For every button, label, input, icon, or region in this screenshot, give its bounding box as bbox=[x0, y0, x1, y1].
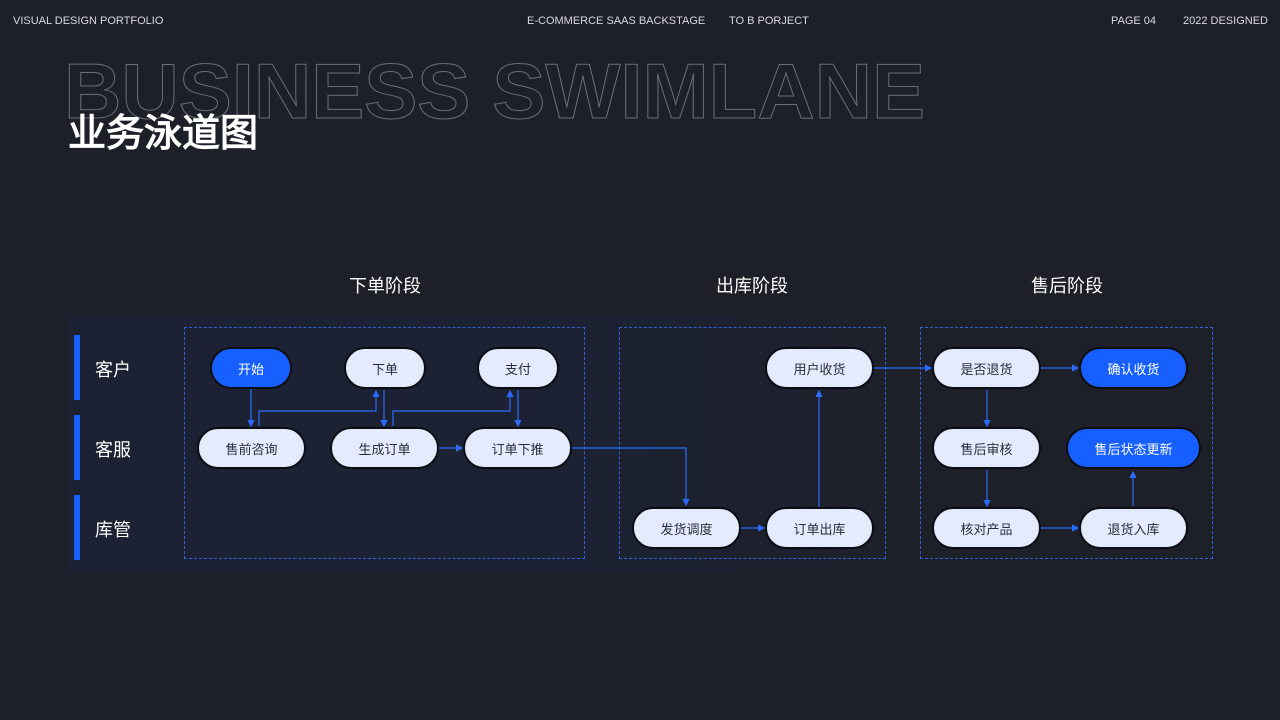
phase-outbound: 出库阶段 bbox=[716, 276, 788, 297]
node-pay[interactable]: 支付 bbox=[478, 348, 558, 388]
lane-bar bbox=[74, 415, 80, 480]
header-page: PAGE 04 bbox=[1111, 15, 1157, 27]
node-confirm[interactable]: 确认收货 bbox=[1080, 348, 1187, 388]
arrow bbox=[571, 447, 690, 507]
node-order[interactable]: 下单 bbox=[345, 348, 425, 388]
lane-bar bbox=[74, 495, 80, 560]
node-restock[interactable]: 退货入库 bbox=[1080, 508, 1187, 548]
lane-bar bbox=[74, 335, 80, 400]
node-outbound[interactable]: 订单出库 bbox=[766, 508, 873, 548]
outline-title: BUSINESS SWIMLANE bbox=[64, 58, 926, 124]
node-consult[interactable]: 售前咨询 bbox=[198, 428, 305, 468]
phase-aftersale: 售后阶段 bbox=[1031, 276, 1103, 297]
node-start[interactable]: 开始 bbox=[211, 348, 291, 388]
phase-order: 下单阶段 bbox=[349, 276, 421, 297]
header-type: TO B PORJECT bbox=[729, 15, 809, 27]
phase-box-aftersale bbox=[920, 327, 1213, 559]
node-check-product[interactable]: 核对产品 bbox=[933, 508, 1040, 548]
outline-title-text: BUSINESS SWIMLANE bbox=[64, 58, 925, 124]
arrow bbox=[258, 389, 380, 426]
header-year: 2022 DESIGNED bbox=[1183, 15, 1268, 27]
node-review[interactable]: 售后审核 bbox=[933, 428, 1040, 468]
phase-box-outbound bbox=[619, 327, 886, 559]
lane-warehouse: 库管 bbox=[95, 520, 131, 541]
header-left: VISUAL DESIGN PORTFOLIO bbox=[13, 15, 164, 27]
lane-customer: 客户 bbox=[95, 360, 131, 381]
node-create-order[interactable]: 生成订单 bbox=[331, 428, 438, 468]
header-project: E-COMMERCE SAAS BACKSTAGE bbox=[527, 15, 706, 27]
lane-service: 客服 bbox=[95, 440, 131, 461]
node-return-question[interactable]: 是否退货 bbox=[933, 348, 1040, 388]
node-receive[interactable]: 用户收货 bbox=[766, 348, 873, 388]
page-title: 业务泳道图 bbox=[68, 111, 259, 155]
phase-box-order bbox=[184, 327, 585, 559]
node-status-update[interactable]: 售后状态更新 bbox=[1067, 428, 1200, 468]
node-push-order[interactable]: 订单下推 bbox=[464, 428, 571, 468]
node-dispatch[interactable]: 发货调度 bbox=[633, 508, 740, 548]
arrow bbox=[392, 389, 514, 426]
